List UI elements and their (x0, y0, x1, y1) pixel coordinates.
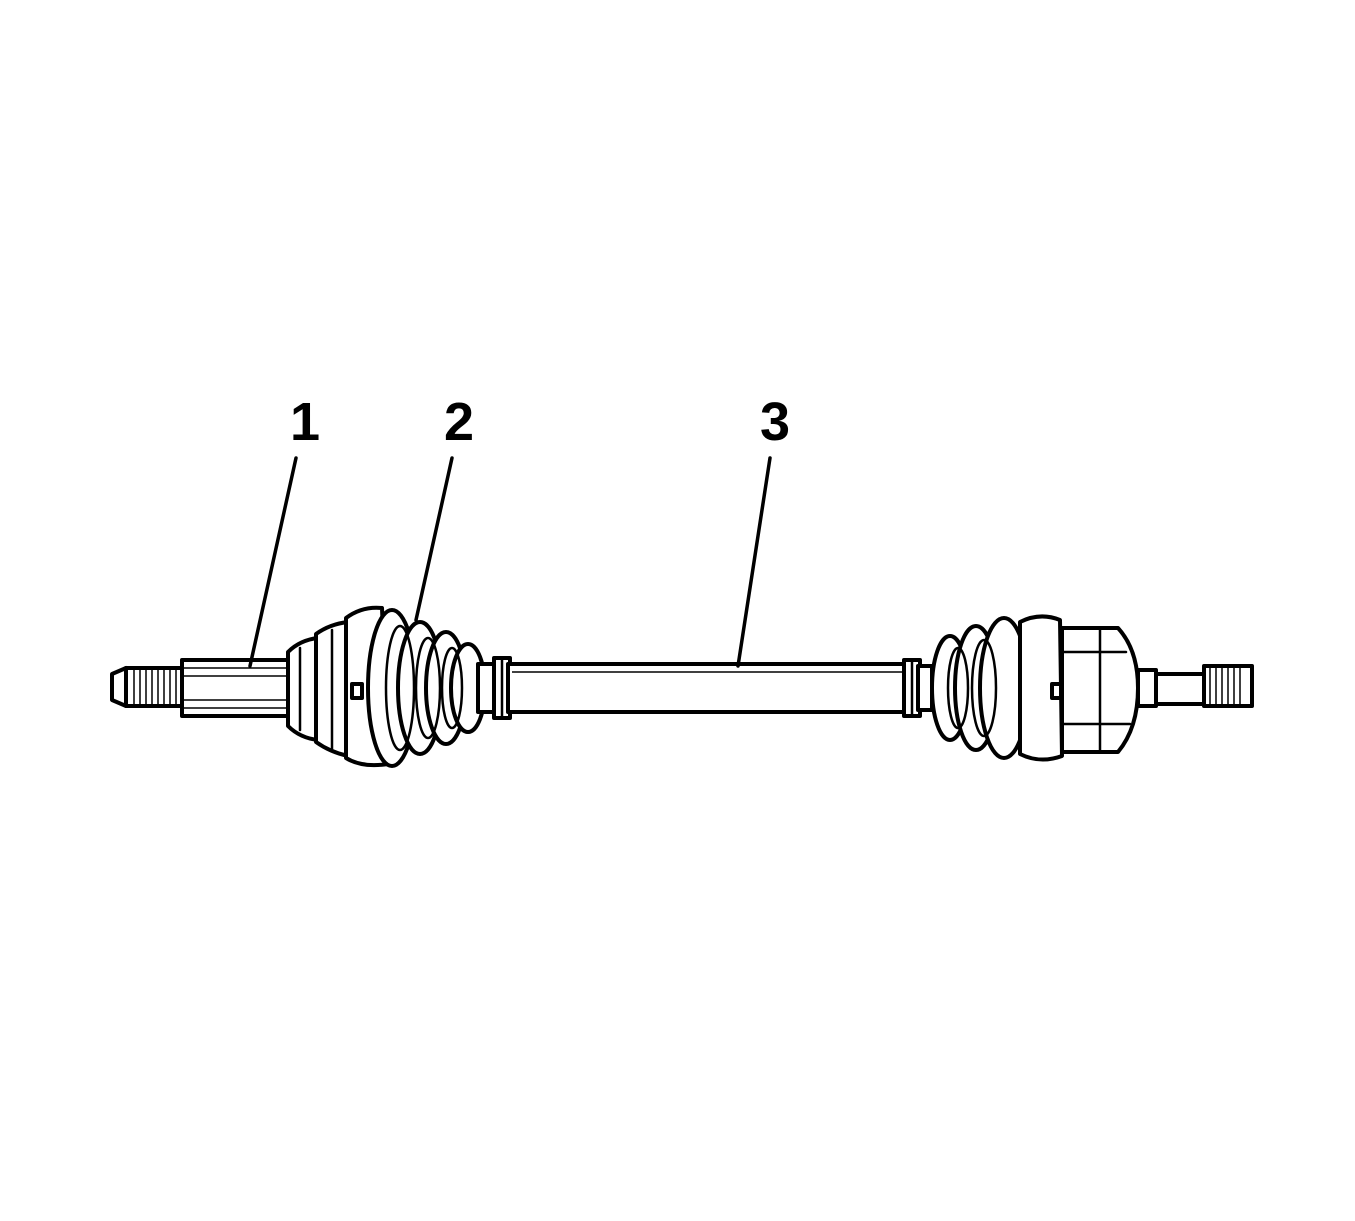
axle-shaft (506, 662, 912, 714)
inner-cv-boot (902, 614, 1064, 762)
outer-cv-joint (286, 620, 350, 758)
spline-lines (182, 667, 288, 709)
inner-cv-housing (1060, 626, 1140, 754)
outer-cv-boot (344, 605, 512, 768)
spline-lines-right (1209, 667, 1241, 705)
leader-line-3 (736, 456, 772, 668)
outer-stub-shaft (110, 658, 290, 718)
callout-label-2: 2 (444, 392, 474, 452)
inner-stub-shaft (1136, 664, 1254, 708)
leader-line-2 (414, 456, 454, 622)
thread-lines (133, 669, 177, 705)
callout-label-1: 1 (290, 392, 320, 452)
callout-label-3: 3 (760, 392, 790, 452)
leader-line-1 (248, 456, 298, 668)
